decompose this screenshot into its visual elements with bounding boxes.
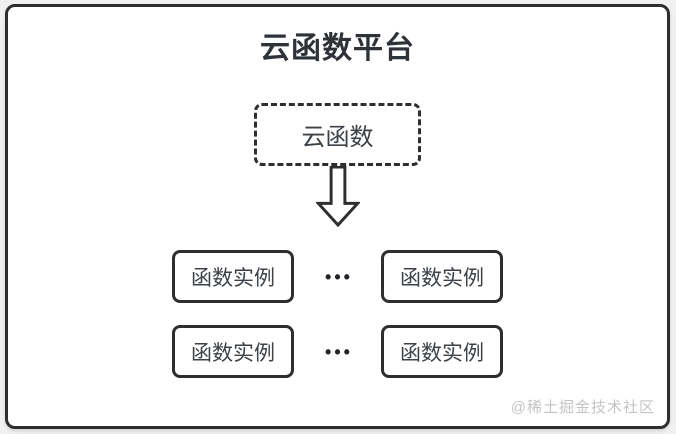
cloud-function-label: 云函数 bbox=[301, 124, 374, 151]
watermark: @稀土掘金技术社区 bbox=[510, 399, 655, 416]
down-arrow-icon bbox=[315, 166, 360, 227]
instance-row-2: 函数实例 ••• 函数实例 bbox=[172, 325, 503, 378]
diagram-title: 云函数平台 bbox=[260, 32, 415, 65]
instance-box: 函数实例 bbox=[172, 250, 294, 303]
instance-box: 函数实例 bbox=[172, 325, 294, 378]
ellipsis-dots: ••• bbox=[325, 266, 353, 287]
ellipsis-dots: ••• bbox=[325, 341, 353, 362]
instance-row-1: 函数实例 ••• 函数实例 bbox=[172, 250, 503, 303]
instance-box: 函数实例 bbox=[381, 325, 503, 378]
cloud-function-box: 云函数 bbox=[254, 103, 421, 166]
instance-box: 函数实例 bbox=[381, 250, 503, 303]
diagram-frame: 云函数平台 云函数 函数实例 ••• 函数实例 函数实例 ••• 函数实例 @稀… bbox=[5, 4, 670, 429]
